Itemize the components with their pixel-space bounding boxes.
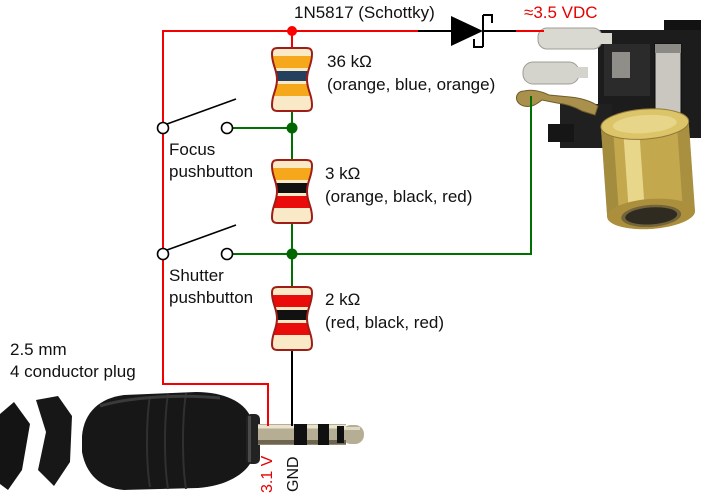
plug-photo [0,392,364,490]
focus-pushbutton-symbol [156,98,237,135]
shutter-switch-kind: pushbutton [169,288,254,307]
jack-ground-lug [516,89,599,116]
resistor-3k-bands: (orange, black, red) [325,187,473,206]
plug-label: 2.5 mm 4 conductor plug [10,339,136,383]
plug-label-line1: 2.5 mm [10,340,67,359]
focus-switch-name: Focus [169,140,216,159]
schottky-diode-symbol [451,14,493,48]
output-voltage-label: ≈3.5 VDC [524,3,598,22]
resistor-36k-value: 36 kΩ [327,52,372,71]
resistor-36k-symbol [271,47,313,112]
diode-label: 1N5817 (Schottky) [294,3,435,22]
resistor-2k-value: 2 kΩ [325,290,361,309]
junction-dot-power [287,26,297,36]
jack-power-lug [537,27,612,50]
jack-middle-lug [522,61,588,85]
resistor-36k-bands: (orange, blue, orange) [327,75,496,94]
pin-ground-label: GND [285,456,302,492]
junction-dot-focus [286,122,298,134]
jack-gold-barrel [600,108,695,230]
resistor-3k-symbol [271,159,313,224]
shutter-switch-name: Shutter [169,266,224,285]
focus-switch-kind: pushbutton [169,162,254,181]
focus-switch-label: Focus pushbutton [169,139,253,183]
shutter-switch-label: Shutter pushbutton [169,265,253,309]
plug-label-line2: 4 conductor plug [10,362,136,381]
pin-power-label: 3.1 V [259,455,276,493]
resistor-2k-symbol [271,286,313,351]
resistor-3k-value: 3 kΩ [325,164,361,183]
junction-dot-shutter [286,248,298,260]
resistor-2k-bands: (red, black, red) [325,313,445,332]
dc-jack-photo [516,20,701,230]
shutter-pushbutton-symbol [156,224,237,261]
plug-tip-conductors [258,424,364,445]
